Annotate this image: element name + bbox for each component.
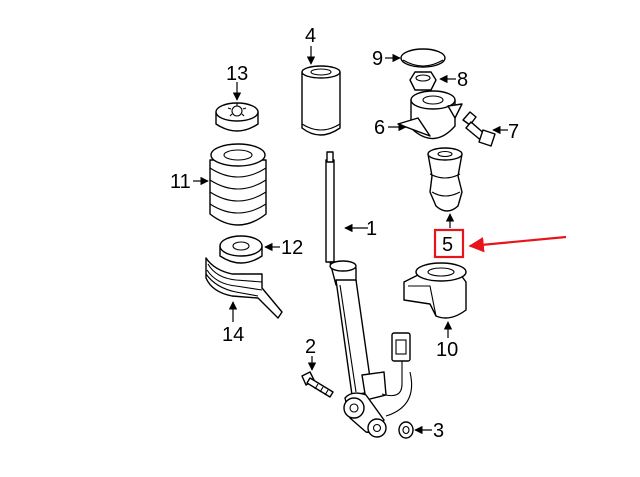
- callout-1: 1: [366, 218, 377, 240]
- callout-6: 6: [374, 117, 385, 139]
- callout-9: 9: [372, 48, 383, 70]
- callout-7: 7: [508, 121, 519, 143]
- bump-stop-part[interactable]: [427, 147, 463, 212]
- cap-part[interactable]: [400, 48, 446, 68]
- callout-8: 8: [457, 69, 468, 91]
- shock-absorber-part[interactable]: [325, 151, 413, 438]
- callout-5-highlight-box: [433, 228, 465, 259]
- mount-bolt-part[interactable]: [462, 111, 496, 147]
- callout-11: 11: [170, 171, 191, 193]
- washer-part[interactable]: [398, 421, 414, 439]
- bolt-part[interactable]: [301, 371, 334, 398]
- nut-part[interactable]: [409, 71, 437, 91]
- callout-13: 13: [226, 63, 248, 85]
- spring-guard-part[interactable]: [205, 257, 283, 319]
- coil-spring-part[interactable]: [209, 143, 267, 226]
- callout-14: 14: [222, 324, 244, 346]
- callout-2: 2: [305, 336, 316, 358]
- dust-boot-part[interactable]: [301, 65, 341, 136]
- callout-4: 4: [305, 25, 316, 47]
- callout-12: 12: [281, 237, 303, 259]
- spring-seat-part[interactable]: [403, 262, 467, 319]
- callout-5: 5: [442, 234, 453, 256]
- callout-10: 10: [436, 339, 458, 361]
- upper-mount-part[interactable]: [397, 90, 463, 140]
- spring-pad-part[interactable]: [219, 235, 263, 264]
- spring-top-cap-part[interactable]: [215, 102, 259, 132]
- callout-3: 3: [433, 420, 444, 442]
- highlight-arrow: [468, 235, 567, 253]
